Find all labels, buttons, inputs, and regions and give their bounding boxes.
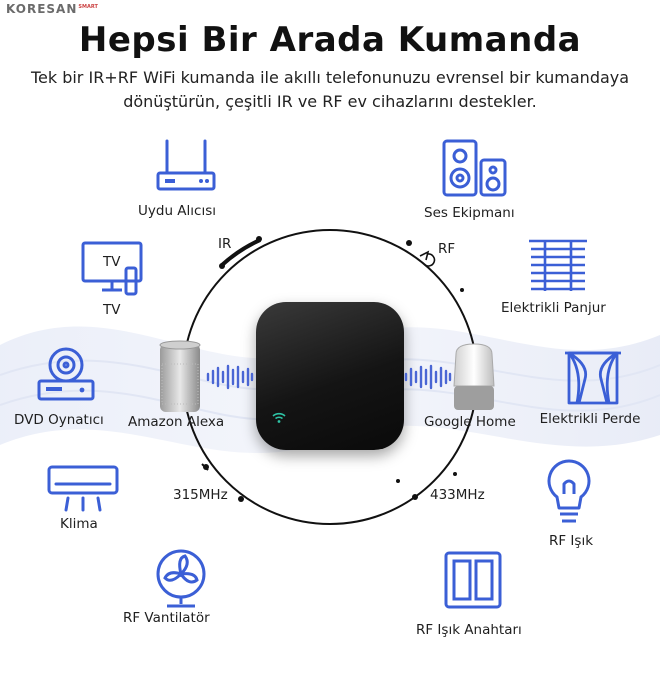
google-home-speaker-icon — [453, 343, 495, 410]
device-label-panjur: Elektrikli Panjur — [501, 300, 606, 316]
rf-label: RF — [438, 241, 456, 257]
page-title: Hepsi Bir Arada Kumanda — [78, 20, 582, 60]
device-label-klima: Klima — [60, 516, 98, 532]
ir-rf-hub-device — [256, 302, 404, 450]
device-label-dvd: DVD Oynatıcı — [14, 412, 104, 428]
google-home-label: Google Home — [424, 414, 516, 430]
google-sound-wave-icon — [404, 364, 452, 390]
page-subtitle: Tek bir IR+RF WiFi kumanda ile akıllı te… — [30, 68, 630, 111]
air-conditioner-icon — [47, 465, 119, 512]
dvd-player-icon — [37, 347, 95, 401]
amazon-alexa-speaker-icon — [159, 340, 201, 412]
device-label-ses: Ses Ekipmanı — [424, 205, 515, 221]
device-label-anahtar: RF Işık Anahtarı — [416, 622, 522, 638]
light-switch-icon — [444, 551, 502, 609]
electric-curtain-icon — [565, 351, 621, 405]
device-label-tv: TV — [103, 302, 121, 318]
light-bulb-icon — [547, 459, 591, 523]
device-label-rf-isik: RF Işık — [549, 533, 594, 549]
wifi-indicator-icon — [272, 412, 286, 423]
satellite-receiver-icon — [156, 139, 216, 191]
brand-logo: KORESANSMART — [6, 2, 98, 16]
tv-icon — [81, 241, 143, 296]
frequency-433-label: 433MHz — [430, 487, 485, 503]
fan-icon — [156, 549, 206, 608]
device-label-uydu: Uydu Alıcısı — [138, 203, 216, 219]
sound-equipment-icon — [442, 139, 507, 197]
alexa-sound-wave-icon — [206, 364, 254, 390]
frequency-315-label: 315MHz — [173, 487, 228, 503]
device-label-vantilator: RF Vantilatör — [123, 610, 210, 626]
tv-screen-label: TV — [103, 254, 121, 270]
electric-shutter-icon — [529, 239, 587, 291]
amazon-alexa-label: Amazon Alexa — [128, 414, 225, 430]
device-label-perde: Elektrikli Perde — [539, 411, 641, 427]
ir-label: IR — [218, 236, 232, 252]
